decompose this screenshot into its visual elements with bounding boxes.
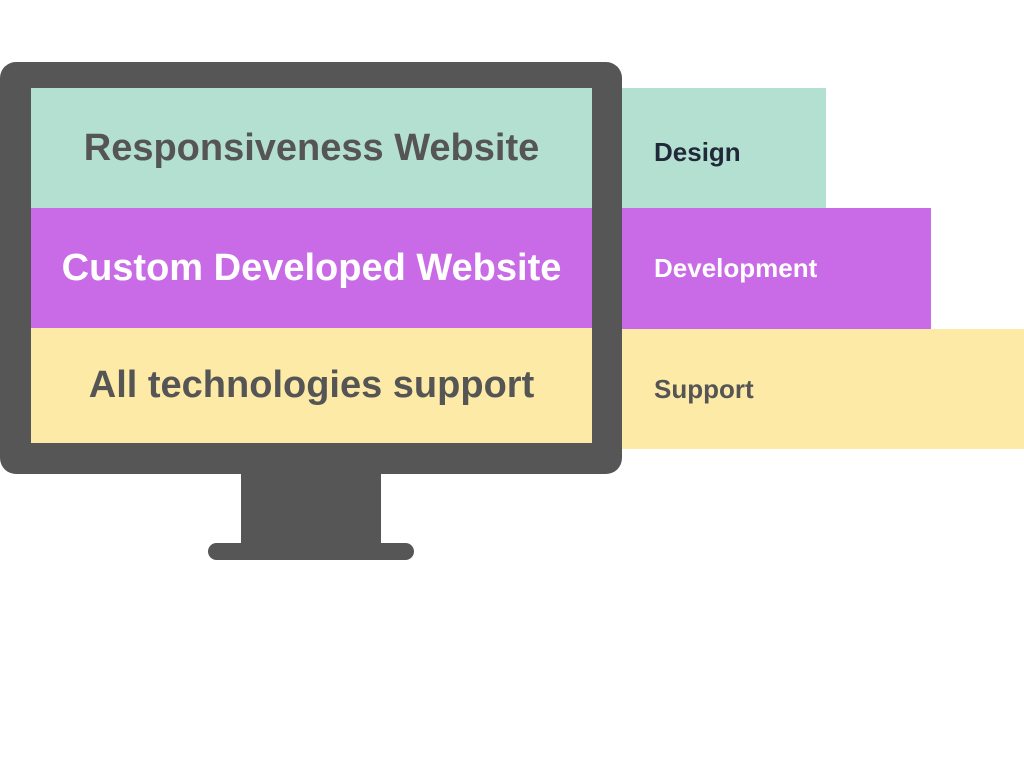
- screen-row-label: Custom Developed Website: [61, 246, 562, 289]
- strip-development: Development: [620, 208, 931, 329]
- strip-support: Support: [620, 329, 1024, 449]
- screen-row-responsiveness: Responsiveness Website: [31, 88, 592, 208]
- strip-design: Design: [620, 88, 826, 208]
- screen-row-label: All technologies support: [88, 364, 535, 406]
- screen-row-custom-developed: Custom Developed Website: [31, 208, 592, 328]
- screen-row-label: Responsiveness Website: [83, 126, 540, 169]
- strip-support-label: Support: [654, 373, 754, 404]
- monitor-screen: Responsiveness Website Custom Developed …: [31, 88, 592, 443]
- strip-development-label: Development: [654, 253, 818, 283]
- monitor-stand-neck: [241, 470, 381, 548]
- monitor-stand-base: [208, 543, 414, 560]
- strip-design-label: Design: [654, 136, 741, 167]
- screen-row-technologies: All technologies support: [31, 328, 592, 443]
